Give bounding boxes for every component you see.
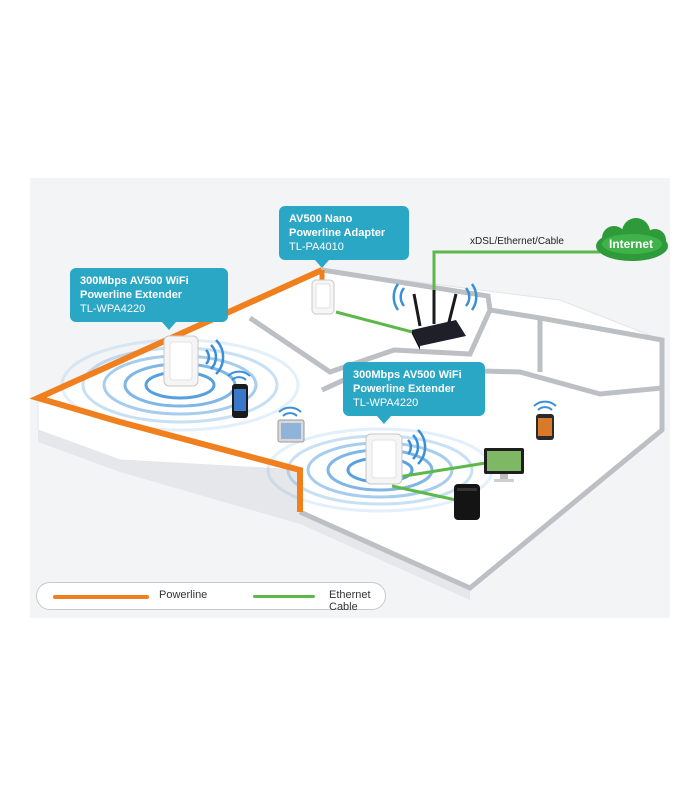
callout-title: Powerline Extender	[353, 383, 456, 395]
powerline-legend-label: Powerline	[159, 589, 208, 601]
game-console-icon	[454, 484, 480, 520]
ethernet-legend-swatch	[253, 595, 315, 598]
nano-adapter-callout: AV500 Nano Powerline Adapter TL-PA4010	[279, 206, 409, 268]
callout-title: Powerline Adapter	[289, 227, 386, 239]
powerline-adapter-icon	[311, 279, 335, 315]
internet-label: Internet	[608, 237, 653, 251]
wifi-extender-icon	[163, 335, 225, 387]
legend: Powerline Ethernet Cable	[36, 582, 386, 613]
powerline-wiring	[29, 267, 324, 512]
wifi-extender-icon	[365, 429, 427, 485]
powerline-legend-swatch	[53, 595, 149, 599]
left-extender-callout: 300Mbps AV500 WiFi Powerline Extender TL…	[70, 268, 228, 330]
callout-title: AV500 Nano	[289, 213, 353, 225]
callout-title: Powerline Extender	[80, 289, 183, 301]
callout-title: 300Mbps AV500 WiFi	[353, 369, 462, 381]
callout-title: 300Mbps AV500 WiFi	[80, 275, 189, 287]
tablet-icon	[277, 406, 305, 443]
callout-model: TL-PA4010	[289, 241, 344, 253]
router-icon	[392, 283, 478, 350]
cloud-icon	[596, 218, 668, 261]
smartphone-icon	[533, 400, 557, 440]
mid-extender-callout: 300Mbps AV500 WiFi Powerline Extender TL…	[343, 362, 485, 424]
ethernet-legend-label: Ethernet Cable	[329, 589, 371, 613]
callout-model: TL-WPA4220	[353, 397, 419, 409]
smartphone-icon	[227, 370, 251, 418]
monitor-icon	[484, 448, 524, 482]
connection-label: xDSL/Ethernet/Cable	[470, 236, 564, 247]
callout-model: TL-WPA4220	[80, 303, 146, 315]
